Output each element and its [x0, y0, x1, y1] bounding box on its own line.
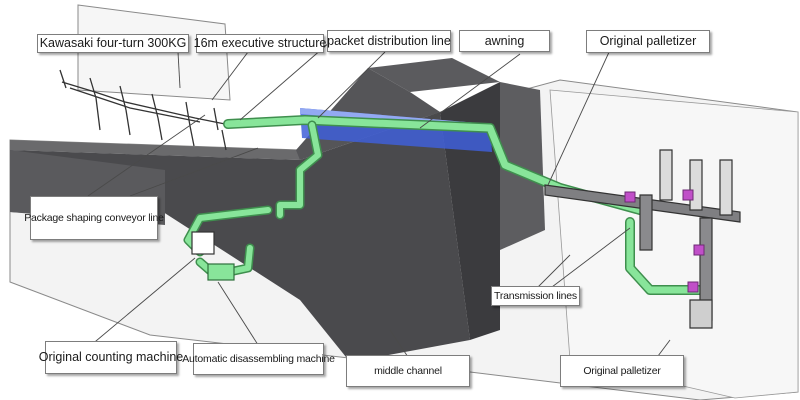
label-kawasaki: Kawasaki four-turn 300KG	[37, 34, 189, 53]
label-shaping: Package shaping conveyor line	[24, 196, 164, 240]
middle-channel-top	[368, 58, 500, 92]
label-executive: 16m executive structure	[194, 34, 326, 53]
label-middle-channel: middle channel	[346, 355, 470, 387]
label-disassembling: Automatic disassembling machine	[182, 343, 335, 375]
middle-channel-front	[300, 112, 470, 362]
label-transmission: Transmission lines	[491, 286, 580, 306]
floor-right	[549, 89, 799, 399]
counting-machine	[191, 231, 215, 255]
label-palletizer-bottom: Original palletizer	[560, 355, 684, 387]
palletizer-robots	[624, 189, 705, 293]
palletizer-structure	[544, 149, 741, 329]
label-counting: Original counting machine	[39, 341, 183, 374]
disassembling-machine	[207, 263, 235, 281]
label-awning: awning	[459, 30, 550, 52]
right-partition	[500, 82, 545, 250]
label-palletizer-top: Original palletizer	[586, 30, 710, 53]
label-distribution: packet distribution line	[327, 30, 451, 52]
leader-lines	[87, 41, 671, 361]
